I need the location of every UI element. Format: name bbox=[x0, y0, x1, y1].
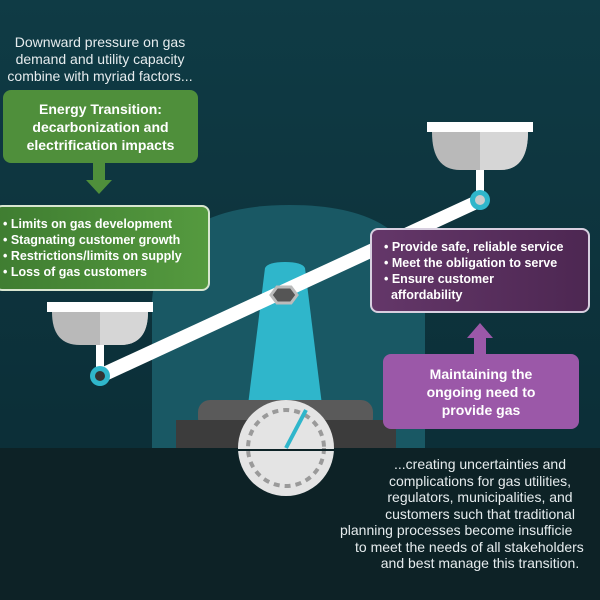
outro-line: and best manage this transition. bbox=[380, 555, 580, 571]
title-line: Maintaining the bbox=[429, 365, 533, 382]
list-item: • Ensure customer bbox=[384, 272, 494, 286]
list-item: • Provide safe, reliable service bbox=[384, 240, 564, 254]
left-pan bbox=[47, 302, 153, 386]
intro-line: combine with myriad factors... bbox=[7, 68, 193, 84]
up-arrow-icon bbox=[467, 323, 493, 356]
green-factors-box: • Limits on gas development • Stagnating… bbox=[0, 205, 210, 291]
gauge-icon bbox=[238, 400, 334, 496]
outro-line: ...creating uncertainties and bbox=[394, 456, 566, 472]
pivot-nut-icon bbox=[269, 285, 299, 305]
list-item: • Loss of gas customers bbox=[3, 265, 148, 279]
down-arrow-icon bbox=[86, 162, 112, 194]
outro-line: complications for gas utilities, bbox=[388, 472, 572, 489]
purple-obligations-box: • Provide safe, reliable service • Meet … bbox=[370, 228, 590, 313]
title-line: Energy Transition: bbox=[39, 100, 162, 117]
intro-line: Downward pressure on gas bbox=[14, 34, 186, 50]
intro-line: demand and utility capacity bbox=[15, 51, 185, 67]
list-item: • Limits on gas development bbox=[3, 217, 172, 231]
list-item: • Meet the obligation to serve bbox=[384, 256, 558, 270]
outro-line: customers such that traditional bbox=[385, 505, 575, 522]
title-line: decarbonization and bbox=[32, 118, 169, 135]
list-item: affordability bbox=[384, 288, 463, 302]
title-line: ongoing need to bbox=[426, 383, 536, 400]
outro-line: regulators, municipalities, and bbox=[387, 489, 573, 505]
title-line: electrification impacts bbox=[26, 136, 175, 153]
outro-text: ...creating uncertainties and complicati… bbox=[340, 456, 600, 572]
list-item: • Restrictions/limits on supply bbox=[3, 249, 182, 263]
right-pan bbox=[427, 122, 533, 210]
outro-line: to meet the needs of all stakeholders bbox=[355, 538, 584, 555]
outro-line: planning processes become insufficie bbox=[340, 522, 573, 538]
list-item: • Stagnating customer growth bbox=[3, 233, 181, 247]
title-line: provide gas bbox=[441, 401, 521, 418]
intro-text: Downward pressure on gas demand and util… bbox=[0, 34, 200, 85]
